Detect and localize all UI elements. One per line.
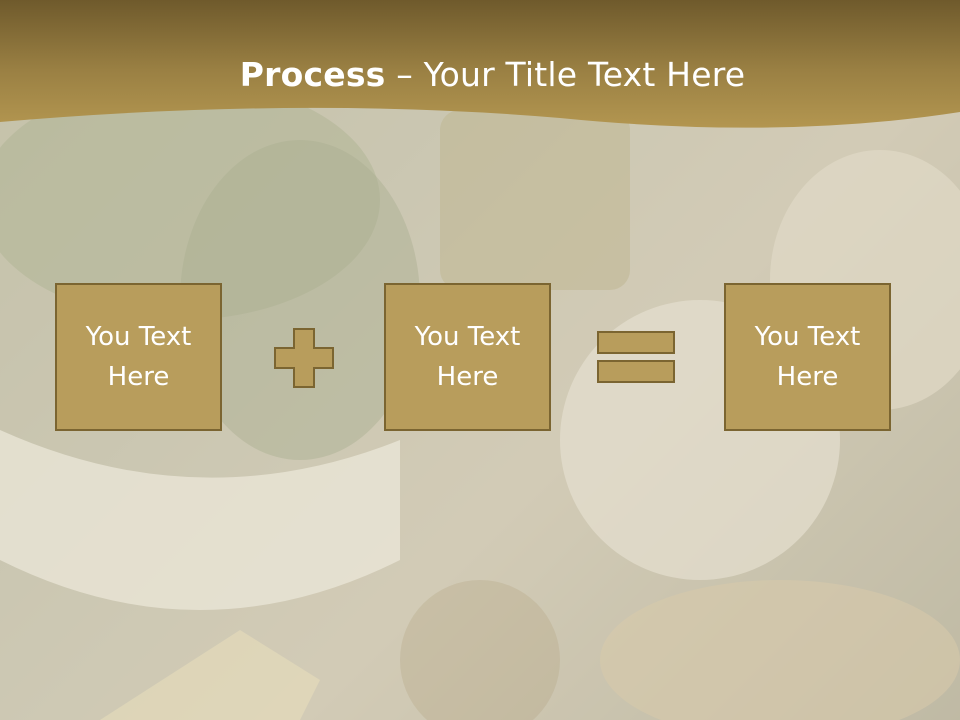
slide-title[interactable]: Process – Your Title Text Here [0, 50, 960, 100]
process-box-3-text: You Text Here [754, 322, 861, 392]
process-box-3[interactable]: You Text Here [724, 283, 891, 431]
process-box-1[interactable]: You Text Here [55, 283, 222, 431]
title-bold: Process [239, 55, 386, 94]
process-box-2-text: You Text Here [414, 322, 521, 392]
process-box-2[interactable]: You Text Here [384, 283, 551, 431]
plus-icon [274, 328, 334, 388]
process-box-1-text: You Text Here [85, 322, 192, 392]
title-rest: – Your Title Text Here [385, 55, 746, 94]
title-banner [0, 0, 960, 128]
equals-icon [597, 331, 675, 383]
